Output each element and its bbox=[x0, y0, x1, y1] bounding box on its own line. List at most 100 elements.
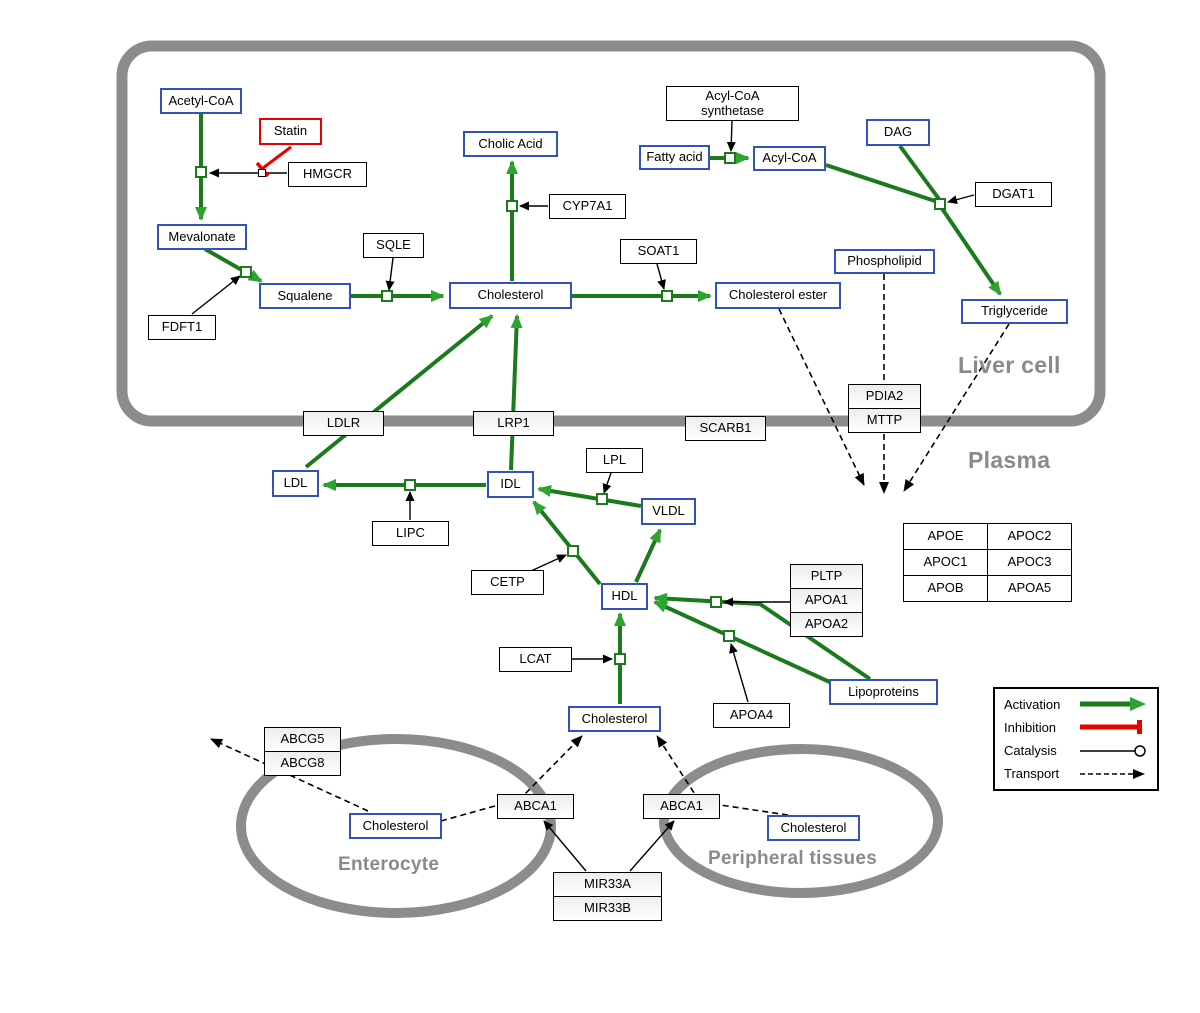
node-hdl[interactable]: HDL bbox=[601, 583, 648, 610]
plasma-label: Plasma bbox=[968, 447, 1051, 473]
reaction-node-lpl bbox=[596, 493, 608, 505]
catalysis-circle-icon bbox=[1080, 744, 1146, 757]
node-cholic-acid[interactable]: Cholic Acid bbox=[463, 131, 558, 157]
node-pdia2[interactable]: PDIA2 bbox=[848, 384, 921, 409]
catalysis-apoa4 bbox=[729, 643, 749, 703]
edge-hdl-vldl bbox=[634, 528, 662, 583]
catalysis-cetp bbox=[530, 554, 567, 572]
node-cyp7a1[interactable]: CYP7A1 bbox=[549, 194, 626, 219]
node-sqle[interactable]: SQLE bbox=[363, 233, 424, 258]
legend-inhibition-label: Inhibition bbox=[1004, 719, 1057, 735]
node-acetyl-coa[interactable]: Acetyl-CoA bbox=[160, 88, 242, 114]
node-ldlr[interactable]: LDLR bbox=[303, 411, 384, 436]
anchor-node bbox=[258, 169, 266, 177]
apo-table-cell[interactable]: APOA5 bbox=[987, 575, 1072, 602]
reaction-node-apoa4 bbox=[723, 630, 735, 642]
node-dag[interactable]: DAG bbox=[866, 119, 930, 146]
node-triglyceride[interactable]: Triglyceride bbox=[961, 299, 1068, 324]
statin-inhibition-line bbox=[262, 145, 292, 170]
transport-dashed-arrow-icon bbox=[1080, 768, 1145, 779]
catalysis-sqle bbox=[385, 257, 395, 291]
node-cholesterol-peripheral[interactable]: Cholesterol bbox=[767, 815, 860, 841]
node-apoa4[interactable]: APOA4 bbox=[713, 703, 790, 728]
node-cetp[interactable]: CETP bbox=[471, 570, 544, 595]
peripheral-tissues-label: Peripheral tissues bbox=[708, 848, 878, 869]
node-cholesterol-enterocyte[interactable]: Cholesterol bbox=[349, 813, 442, 839]
node-lipoproteins[interactable]: Lipoproteins bbox=[829, 679, 938, 705]
node-dgat1[interactable]: DGAT1 bbox=[975, 182, 1052, 207]
node-abcg5[interactable]: ABCG5 bbox=[264, 727, 341, 752]
inhibition-edge-statin-hmgcr bbox=[255, 145, 292, 178]
node-apoa1[interactable]: APOA1 bbox=[790, 588, 863, 613]
catalysis-dgat1 bbox=[947, 194, 975, 205]
liver-cell-label: Liver cell bbox=[958, 352, 1061, 378]
node-hmgcr[interactable]: HMGCR bbox=[288, 162, 367, 187]
node-abcg8[interactable]: ABCG8 bbox=[264, 751, 341, 776]
catalysis-soat1 bbox=[656, 263, 666, 290]
apo-table-cell[interactable]: APOC2 bbox=[987, 523, 1072, 550]
edge-idl-cholesterol-via-lrp1 bbox=[509, 314, 523, 471]
regulation-mir33-abca1-left bbox=[543, 820, 587, 872]
node-mir33b[interactable]: MIR33B bbox=[553, 896, 662, 921]
reaction-node-lcat bbox=[614, 653, 626, 665]
edge-vldl-idl bbox=[537, 485, 642, 508]
node-lipc[interactable]: LIPC bbox=[372, 521, 449, 546]
activation-edges bbox=[195, 113, 1002, 704]
node-idl[interactable]: IDL bbox=[487, 471, 534, 498]
edge-dag-dgat1-junction bbox=[898, 144, 941, 201]
apo-table-cell[interactable]: APOC3 bbox=[987, 549, 1072, 576]
node-mttp[interactable]: MTTP bbox=[848, 408, 921, 433]
reaction-nodes bbox=[195, 152, 946, 665]
node-acyl-coa[interactable]: Acyl-CoA bbox=[753, 146, 826, 171]
reaction-node-cetp bbox=[567, 545, 579, 557]
legend-row-transport: Transport bbox=[1004, 766, 1148, 782]
transport-cholesterol-abcg5g8-out bbox=[210, 738, 369, 812]
node-phospholipid[interactable]: Phospholipid bbox=[834, 249, 935, 274]
catalysis-acylcoa-synthetase bbox=[726, 120, 736, 152]
transport-peripheral-cholesterol-plasma bbox=[656, 735, 789, 816]
liver-cell-membrane bbox=[116, 40, 1106, 427]
node-fdft1[interactable]: FDFT1 bbox=[148, 315, 216, 340]
node-scarb1[interactable]: SCARB1 bbox=[685, 416, 766, 441]
node-pltp[interactable]: PLTP bbox=[790, 564, 863, 589]
reaction-node-hmgcr bbox=[195, 166, 207, 178]
node-apoa2[interactable]: APOA2 bbox=[790, 612, 863, 637]
regulation-mir33-abca1-right bbox=[629, 820, 675, 872]
apo-table-cell[interactable]: APOC1 bbox=[903, 549, 988, 576]
node-lcat[interactable]: LCAT bbox=[499, 647, 572, 672]
apo-table-cell[interactable]: APOB bbox=[903, 575, 988, 602]
legend-row-inhibition: Inhibition bbox=[1004, 719, 1148, 735]
legend-row-activation: Activation bbox=[1004, 696, 1148, 712]
catalysis-edges bbox=[191, 120, 975, 872]
edge-ldl-cholesterol-via-ldlr bbox=[304, 314, 494, 469]
edge-lipoproteins-hdl-lower bbox=[653, 600, 835, 686]
inhibition-tee-icon bbox=[1080, 720, 1142, 735]
node-lrp1[interactable]: LRP1 bbox=[473, 411, 554, 436]
node-vldl[interactable]: VLDL bbox=[641, 498, 696, 525]
reaction-node-soat1 bbox=[661, 290, 673, 302]
node-cholesterol-ester[interactable]: Cholesterol ester bbox=[715, 282, 841, 309]
node-cholesterol-liver[interactable]: Cholesterol bbox=[449, 282, 572, 309]
legend-row-catalysis: Catalysis bbox=[1004, 743, 1148, 759]
node-acyl-coa-synthetase[interactable]: Acyl-CoA synthetase bbox=[666, 86, 799, 121]
apo-table-cell[interactable]: APOE bbox=[903, 523, 988, 550]
node-abca1-left[interactable]: ABCA1 bbox=[497, 794, 574, 819]
node-lpl[interactable]: LPL bbox=[586, 448, 643, 473]
node-mir33a[interactable]: MIR33A bbox=[553, 872, 662, 897]
reaction-node-apoa bbox=[710, 596, 722, 608]
node-abca1-right[interactable]: ABCA1 bbox=[643, 794, 720, 819]
node-soat1[interactable]: SOAT1 bbox=[620, 239, 697, 264]
node-cholesterol-plasma[interactable]: Cholesterol bbox=[568, 706, 661, 732]
enterocyte-label: Enterocyte bbox=[338, 854, 440, 875]
node-fatty-acid[interactable]: Fatty acid bbox=[639, 145, 710, 170]
node-statin[interactable]: Statin bbox=[259, 118, 322, 145]
catalysis-fdft1 bbox=[191, 275, 241, 315]
node-mevalonate[interactable]: Mevalonate bbox=[157, 224, 247, 250]
legend-activation-label: Activation bbox=[1004, 696, 1061, 712]
transport-triglyceride-plasma bbox=[903, 323, 1010, 492]
activation-arrow-icon bbox=[1080, 697, 1146, 711]
node-ldl[interactable]: LDL bbox=[272, 470, 319, 497]
node-squalene[interactable]: Squalene bbox=[259, 283, 351, 309]
